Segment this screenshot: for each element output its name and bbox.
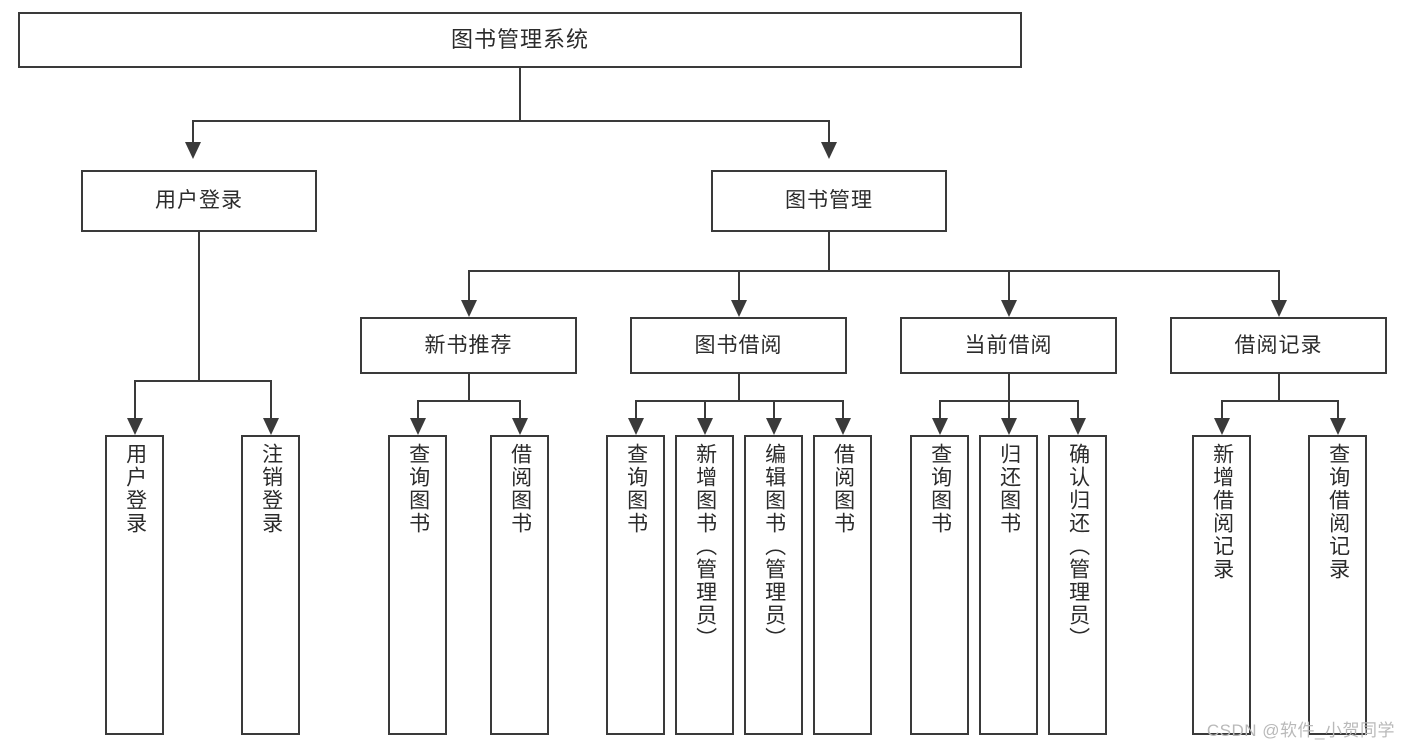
leaf-node-11[interactable]: 确认归还（管理员） [1048,435,1107,735]
leaf-label: 查询图书 [624,443,648,535]
leaf-node-5[interactable]: 查询图书 [606,435,665,735]
edge-userlogin-drop-1 [134,380,136,418]
edge-borrow-stem [738,374,740,400]
leaf-label: 编辑图书（管理员） [762,443,786,650]
leaf-label: 查询图书 [928,443,952,535]
leaf-node-6[interactable]: 新增图书（管理员） [675,435,734,735]
edge-bookmanage-bus [468,270,1280,272]
arrow-to-leaf-10 [1001,418,1017,435]
leaf-node-4[interactable]: 借阅图书 [490,435,549,735]
arrow-to-current-borrow [1001,300,1017,317]
leaf-label: 查询图书 [406,443,430,535]
leaf-label: 借阅图书 [831,443,855,535]
node-new-book-recommend[interactable]: 新书推荐 [360,317,577,374]
edge-newbook-stem [468,374,470,400]
node-book-borrow[interactable]: 图书借阅 [630,317,847,374]
arrow-to-leaf-1 [127,418,143,435]
edge-userlogin-stem [198,232,200,380]
arrow-to-user-login [185,142,201,159]
node-borrow-record[interactable]: 借阅记录 [1170,317,1387,374]
edge-current-drop-2 [1008,400,1010,418]
leaf-node-13[interactable]: 查询借阅记录 [1308,435,1367,735]
leaf-node-1[interactable]: 用户登录 [105,435,164,735]
arrow-to-leaf-13 [1330,418,1346,435]
leaf-label: 确认归还（管理员） [1066,443,1090,650]
edge-bm-drop-2 [738,270,740,300]
leaf-node-8[interactable]: 借阅图书 [813,435,872,735]
edge-root-bus [192,120,829,122]
edge-bm-drop-3 [1008,270,1010,300]
watermark-text: CSDN @软件_小贺同学 [1206,721,1395,740]
edge-newbook-drop-1 [417,400,419,418]
leaf-label: 查询借阅记录 [1326,443,1350,581]
arrow-to-leaf-2 [263,418,279,435]
edge-newbook-drop-2 [519,400,521,418]
leaf-label: 注销登录 [259,443,283,535]
leaf-label: 借阅图书 [508,443,532,535]
node-user-login[interactable]: 用户登录 [81,170,317,232]
node-root-system[interactable]: 图书管理系统 [18,12,1022,68]
arrow-to-leaf-6 [697,418,713,435]
arrow-to-new-book-rec [461,300,477,317]
node-current-borrow[interactable]: 当前借阅 [900,317,1117,374]
arrow-to-leaf-7 [766,418,782,435]
edge-record-stem [1278,374,1280,400]
arrow-to-book-borrow [731,300,747,317]
arrow-to-leaf-9 [932,418,948,435]
arrow-to-borrow-record [1271,300,1287,317]
arrow-to-leaf-11 [1070,418,1086,435]
arrow-to-leaf-5 [628,418,644,435]
leaf-node-3[interactable]: 查询图书 [388,435,447,735]
edge-userlogin-drop-2 [270,380,272,418]
edge-current-drop-1 [939,400,941,418]
leaf-label: 新增图书（管理员） [693,443,717,650]
leaf-node-9[interactable]: 查询图书 [910,435,969,735]
edge-current-drop-3 [1077,400,1079,418]
leaf-label: 新增借阅记录 [1210,443,1234,581]
edge-record-drop-1 [1221,400,1223,418]
edge-root-drop-right [828,120,830,142]
edge-borrow-drop-2 [704,400,706,418]
leaf-label: 归还图书 [997,443,1021,535]
edge-current-stem [1008,374,1010,400]
edge-newbook-bus [417,400,521,402]
leaf-node-2[interactable]: 注销登录 [241,435,300,735]
edge-borrow-drop-1 [635,400,637,418]
arrow-to-leaf-8 [835,418,851,435]
leaf-node-12[interactable]: 新增借阅记录 [1192,435,1251,735]
edge-userlogin-bus [134,380,270,382]
edge-borrow-drop-4 [842,400,844,418]
arrow-to-book-manage [821,142,837,159]
edge-bm-drop-1 [468,270,470,300]
edge-bookmanage-stem [828,232,830,270]
leaf-label: 用户登录 [123,443,147,535]
leaf-node-10[interactable]: 归还图书 [979,435,1038,735]
node-book-management[interactable]: 图书管理 [711,170,947,232]
edge-root-stem [519,68,521,120]
edge-borrow-drop-3 [773,400,775,418]
edge-record-bus [1221,400,1337,402]
edge-borrow-bus [635,400,843,402]
edge-root-drop-left [192,120,194,142]
leaf-node-7[interactable]: 编辑图书（管理员） [744,435,803,735]
arrow-to-leaf-4 [512,418,528,435]
edge-record-drop-2 [1337,400,1339,418]
arrow-to-leaf-12 [1214,418,1230,435]
edge-bm-drop-4 [1278,270,1280,300]
arrow-to-leaf-3 [410,418,426,435]
